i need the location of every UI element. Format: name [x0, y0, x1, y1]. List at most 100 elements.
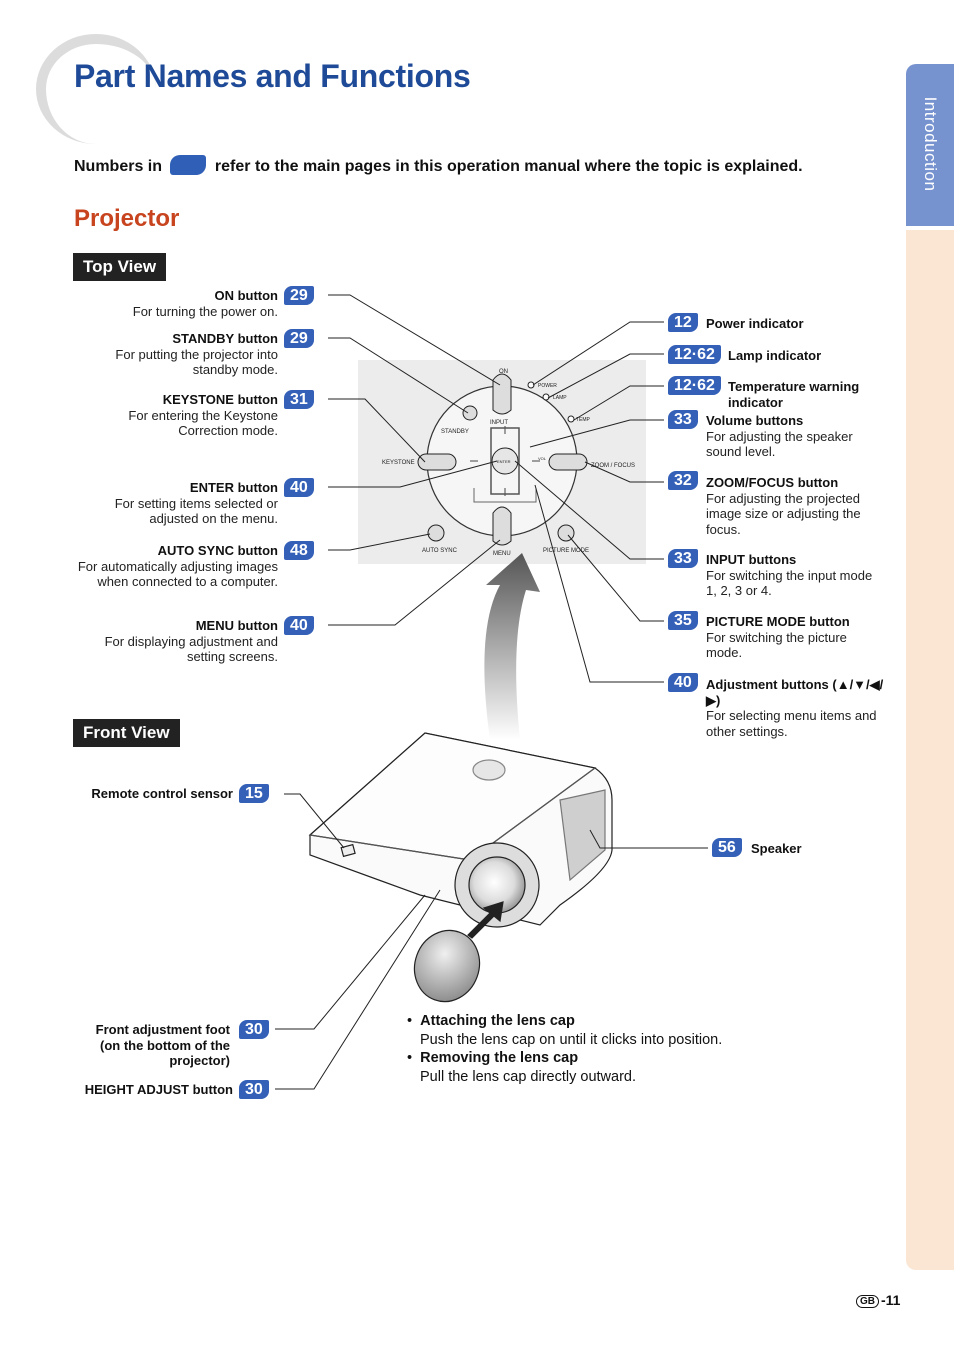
- label-front-foot: Front adjustment foot (on the bottom of …: [76, 1022, 230, 1069]
- panel-text: ON STANDBY KEYSTONE INPUT ENTER AUTO SYN…: [382, 369, 635, 557]
- page-badge: 15: [239, 784, 269, 803]
- label-name: HEIGHT ADJUST button: [84, 1082, 233, 1097]
- lens-cap: [413, 929, 481, 1003]
- label-on-button: ON button For turning the power on.: [68, 288, 278, 319]
- zoom-focus-button-shape: [548, 453, 588, 471]
- lens-note-text: Push the lens cap on until it clicks int…: [420, 1031, 723, 1048]
- label-picture-mode-button: PICTURE MODE button For switching the pi…: [706, 614, 876, 661]
- label-name: AUTO SYNC button: [157, 543, 278, 558]
- input-bracket: [490, 427, 520, 495]
- lens-note-title: Attaching the lens cap: [420, 1013, 575, 1029]
- label-remote-sensor: Remote control sensor: [40, 786, 233, 802]
- label-name: PICTURE MODE button: [706, 614, 850, 629]
- panel-text-power: POWER: [538, 383, 557, 389]
- lens-note: • Attaching the lens cap: [407, 1013, 575, 1029]
- intro-after: refer to the main pages in this operatio…: [214, 158, 803, 175]
- power-led-icon: [527, 381, 535, 389]
- intro-before: Numbers in: [74, 158, 163, 175]
- page-badge: 12: [668, 313, 698, 332]
- page-badge: 33: [668, 410, 698, 429]
- page-number-value: -11: [881, 1292, 901, 1308]
- lamp-led-icon: [542, 393, 550, 401]
- label-name: Speaker: [751, 841, 802, 856]
- label-name: Front adjustment foot (on the bottom of …: [95, 1022, 230, 1068]
- region-badge: GB: [856, 1295, 879, 1308]
- label-enter-button: ENTER button For setting items selected …: [68, 480, 278, 527]
- label-desc: For switching the picture mode.: [706, 629, 847, 661]
- title-decoration-arc: [36, 34, 156, 144]
- page-badge: 31: [284, 390, 314, 409]
- page-badge: 48: [284, 541, 314, 560]
- panel-text-vol: VOL: [538, 456, 547, 461]
- panel-text-on: ON: [499, 369, 508, 375]
- label-desc: For displaying adjustment and setting sc…: [104, 633, 278, 665]
- label-volume-buttons: Volume buttons For adjusting the speaker…: [706, 413, 876, 460]
- label-height-adjust: HEIGHT ADJUST button: [40, 1082, 233, 1098]
- label-menu-button: MENU button For displaying adjustment an…: [68, 618, 278, 665]
- page-title: Part Names and Functions: [74, 58, 471, 94]
- panel-text-menu: MENU: [493, 551, 511, 557]
- label-desc: For setting items selected or adjusted o…: [114, 495, 278, 527]
- control-panel-artwork: [417, 373, 588, 546]
- label-name: Volume buttons: [706, 413, 804, 428]
- page-badge: 30: [239, 1020, 269, 1039]
- panel-text-input: INPUT: [490, 420, 508, 426]
- label-name: STANDBY button: [172, 331, 278, 346]
- page-badge: 56: [712, 838, 742, 857]
- page-badge: 32: [668, 471, 698, 490]
- page-badge: 40: [284, 616, 314, 635]
- label-name: Temperature warning indicator: [728, 379, 860, 410]
- speaker-grille: [559, 789, 606, 882]
- page-badge: 12·62: [668, 345, 721, 364]
- page-badge: 12·62: [668, 376, 721, 395]
- panel-text-lamp: LAMP: [553, 395, 567, 401]
- projector-artwork: [308, 732, 613, 1003]
- label-desc: For switching the input mode 1, 2, 3 or …: [706, 567, 873, 599]
- label-name: MENU button: [195, 618, 278, 633]
- label-desc: For selecting menu items and other setti…: [706, 708, 877, 739]
- enter-button-shape: [491, 447, 519, 475]
- on-button-shape: [492, 373, 512, 415]
- panel-text-keystone: KEYSTONE: [382, 460, 415, 466]
- top-view-label: Top View: [73, 253, 167, 281]
- lens-notes: • Attaching the lens cap Push the lens c…: [407, 1012, 722, 1086]
- intro-text: Numbers in refer to the main pages in th…: [74, 155, 803, 176]
- label-name: INPUT buttons: [706, 552, 797, 567]
- label-desc: For adjusting the speaker sound level.: [706, 428, 853, 460]
- panel-text-picture-mode: PICTURE MODE: [543, 548, 589, 554]
- side-band: [906, 230, 954, 1270]
- label-zoom-focus-button: ZOOM/FOCUS button For adjusting the proj…: [706, 475, 876, 537]
- label-desc: For adjusting the projected image size o…: [706, 490, 861, 537]
- page-badge: 29: [284, 329, 314, 348]
- label-desc: For putting the projector into standby m…: [115, 346, 278, 378]
- page-number-chip-icon: [170, 155, 207, 175]
- section-title: Projector: [74, 205, 180, 232]
- label-name: Adjustment buttons (▲/▼/◀/▶): [706, 677, 884, 708]
- label-auto-sync-button: AUTO SYNC button For automatically adjus…: [68, 543, 278, 590]
- label-speaker: Speaker: [751, 841, 831, 857]
- page-number: GB-11: [856, 1292, 900, 1308]
- label-desc: For automatically adjusting images when …: [77, 558, 278, 590]
- panel-text-temp: TEMP: [576, 417, 591, 423]
- label-lamp-indicator: Lamp indicator: [728, 348, 888, 364]
- page-badge: 29: [284, 286, 314, 305]
- label-name: KEYSTONE button: [162, 392, 278, 407]
- label-power-indicator: Power indicator: [706, 316, 886, 332]
- page-badge: 33: [668, 549, 698, 568]
- page-badge: 40: [284, 478, 314, 497]
- page-badge: 30: [239, 1080, 269, 1099]
- panel-text-auto-sync: AUTO SYNC: [422, 548, 458, 554]
- keystone-button-shape: [417, 453, 457, 471]
- label-desc: For turning the power on.: [132, 303, 278, 319]
- lens-note-title: Removing the lens cap: [420, 1050, 579, 1066]
- curved-up-arrow: [484, 553, 540, 740]
- lens-note-text: Pull the lens cap directly outward.: [420, 1068, 636, 1085]
- label-keystone-button: KEYSTONE button For entering the Keyston…: [68, 392, 278, 439]
- label-name: Power indicator: [706, 316, 804, 331]
- remote-sensor-window: [340, 843, 356, 858]
- label-input-buttons: INPUT buttons For switching the input mo…: [706, 552, 876, 599]
- label-name: ENTER button: [189, 480, 278, 495]
- label-standby-button: STANDBY button For putting the projector…: [68, 331, 278, 378]
- menu-button-shape: [492, 506, 512, 546]
